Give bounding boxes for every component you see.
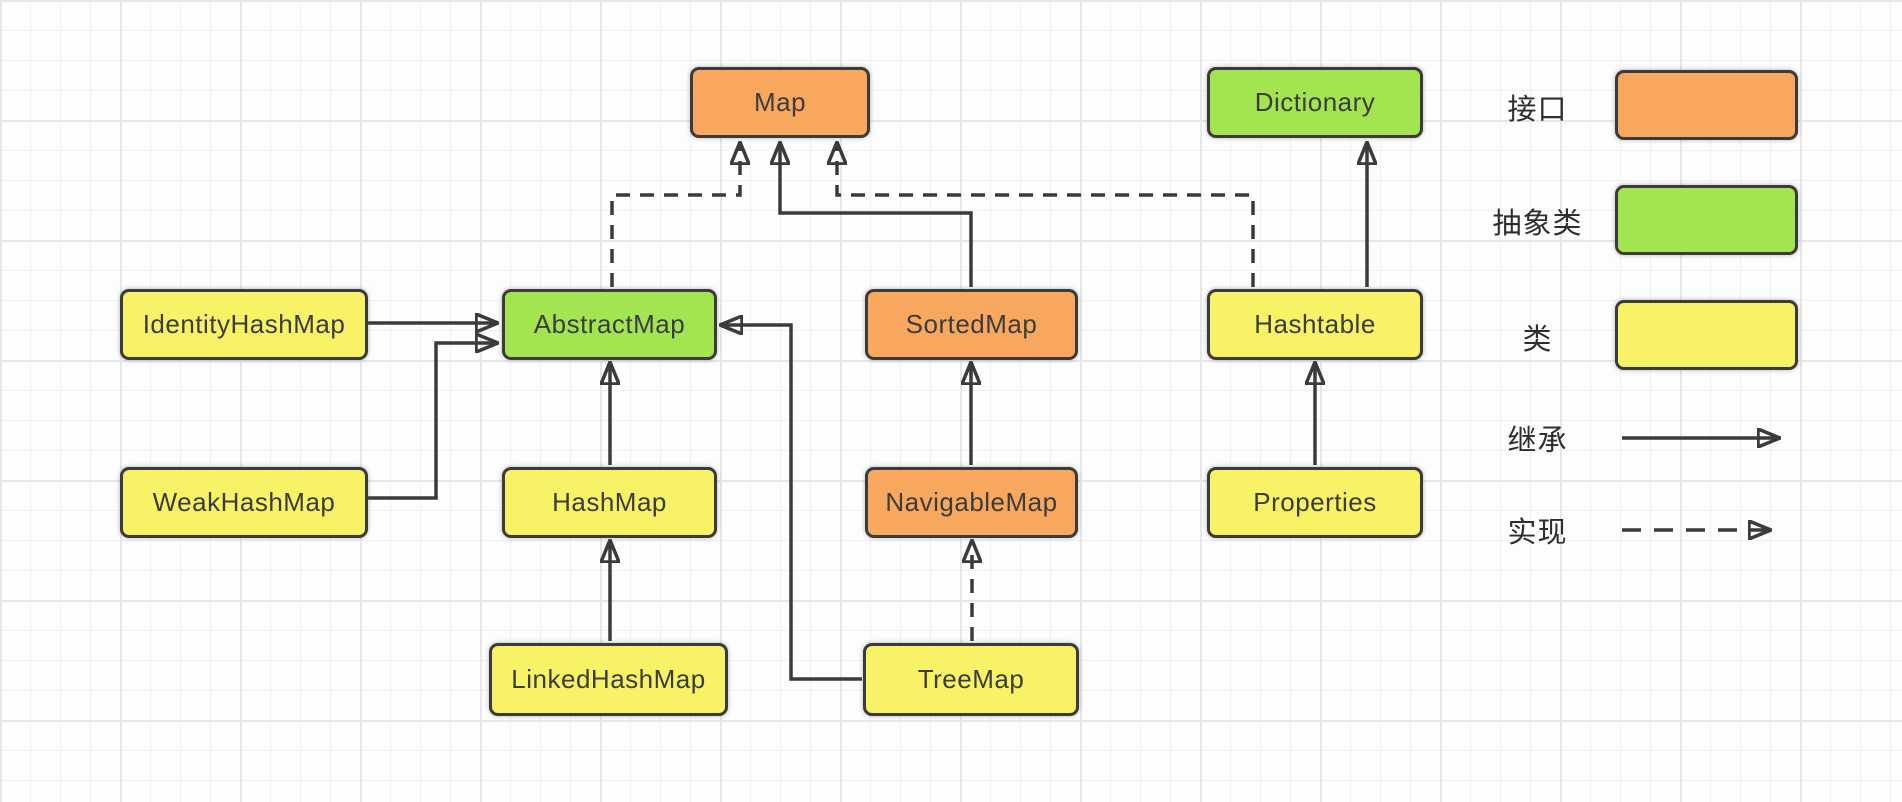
legend-text: 抽象类: [1492, 208, 1583, 240]
node-abstractmap[interactable]: AbstractMap: [502, 289, 717, 360]
node-properties[interactable]: Properties: [1207, 467, 1423, 538]
edge-sortedmap-extends-map: [780, 143, 973, 287]
node-weakhashmap[interactable]: WeakHashMap: [120, 467, 368, 538]
legend-label-interface: 接口: [1455, 86, 1620, 128]
node-label: Map: [753, 87, 807, 117]
legend-swatch-abstract-class: [1615, 185, 1798, 255]
legend-label-extends: 继承: [1455, 417, 1620, 459]
node-map[interactable]: Map: [690, 67, 870, 138]
node-identityhashmap[interactable]: IdentityHashMap: [120, 289, 368, 360]
node-treemap[interactable]: TreeMap: [863, 643, 1079, 716]
legend-swatch-interface: [1615, 70, 1798, 140]
edge-abstractmap-implements-map: [610, 143, 740, 287]
legend-label-implements: 实现: [1455, 509, 1620, 551]
legend-text: 继承: [1507, 425, 1568, 457]
node-label: NavigableMap: [885, 487, 1058, 517]
node-label: HashMap: [552, 487, 667, 517]
node-label: IdentityHashMap: [142, 309, 346, 339]
node-label: Properties: [1253, 487, 1377, 517]
edge-hashtable-implements-map: [837, 143, 1255, 287]
node-label: Hashtable: [1254, 309, 1376, 339]
node-sortedmap[interactable]: SortedMap: [865, 289, 1078, 360]
edge-weakhashmap-extends-abstractmap: [368, 343, 497, 500]
node-linkedhashmap[interactable]: LinkedHashMap: [489, 643, 728, 716]
node-label: TreeMap: [917, 664, 1025, 694]
legend-label-class: 类: [1455, 316, 1620, 358]
legend-text: 实现: [1507, 517, 1568, 549]
node-label: SortedMap: [905, 309, 1038, 339]
node-label: LinkedHashMap: [511, 664, 706, 694]
legend-text: 类: [1522, 324, 1553, 356]
node-label: AbstractMap: [533, 309, 686, 339]
edge-treemap-extends-abstractmap: [721, 325, 862, 681]
legend-swatch-class: [1615, 300, 1798, 370]
legend-label-abstract-class: 抽象类: [1455, 200, 1620, 242]
node-dictionary[interactable]: Dictionary: [1207, 67, 1423, 138]
node-navigablemap[interactable]: NavigableMap: [865, 467, 1078, 538]
node-label: Dictionary: [1254, 87, 1376, 117]
node-hashtable[interactable]: Hashtable: [1207, 289, 1423, 360]
legend-text: 接口: [1507, 94, 1568, 126]
node-hashmap[interactable]: HashMap: [502, 467, 717, 538]
node-label: WeakHashMap: [152, 487, 336, 517]
